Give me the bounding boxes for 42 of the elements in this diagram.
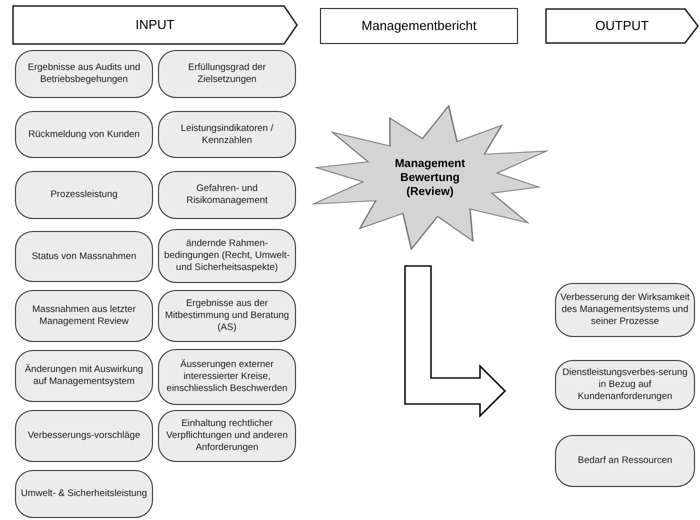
node-label: Ergebnisse aus der Mitbestimmung und Beratung (AS) xyxy=(164,298,290,334)
input-box xyxy=(15,410,153,462)
header-box xyxy=(320,8,518,44)
node-label: Verbesserungs-vorschläge xyxy=(28,430,140,442)
node-label: Management Bewertung (Review) xyxy=(394,156,466,198)
node-label: Ergebnisse aus Audits und Betriebsbegehungen xyxy=(26,62,142,86)
input-box xyxy=(158,410,296,462)
input-box xyxy=(158,171,296,219)
input-box xyxy=(15,290,153,342)
node-label: Umwelt- & Sicherheitsleistung xyxy=(20,488,148,500)
input-box xyxy=(15,350,153,402)
node-label: Leistungsindikatoren / Kennzahlen xyxy=(180,122,274,146)
node-label: Erfüllungsgrad der Zielsetzungen xyxy=(187,62,267,86)
node-label: Verbesserung der Wirksamkeit des Managementsystems und seiner Prozesse xyxy=(560,292,690,328)
input-box xyxy=(158,229,296,283)
input-box xyxy=(555,283,695,337)
input-box xyxy=(158,290,296,342)
node-label: Status von Massnahmen xyxy=(32,250,136,262)
input-box xyxy=(15,171,153,219)
bent-block-arrow xyxy=(404,265,506,418)
node-label: Änderungen mit Auswirkung auf Managementsystem xyxy=(24,364,144,388)
node-label: Einhaltung rechtlicher Verpflichtungen und anderen Anforderungen xyxy=(165,418,289,454)
input-box xyxy=(15,231,153,282)
node-label: ändernde Rahmen-bedingungen (Recht, Umwelt- und Sicherheitsaspekte) xyxy=(163,238,291,274)
node-label: Managementbericht xyxy=(362,17,476,36)
input-box xyxy=(158,111,296,158)
input-box xyxy=(555,360,695,410)
input-box xyxy=(555,435,695,487)
node-label: Massnahmen aus letzter Management Review xyxy=(31,304,137,328)
input-box xyxy=(15,470,153,518)
input-box xyxy=(158,50,296,98)
node-label: Bedarf an Ressourcen xyxy=(578,455,672,467)
node-label: Gefahren- und Risikomanagement xyxy=(185,183,269,207)
input-box xyxy=(158,349,296,405)
input-box xyxy=(15,50,153,98)
node-label: OUTPUT xyxy=(595,18,649,33)
node-label: Prozessleistung xyxy=(50,189,118,201)
node-label: Dienstleistungsverbes-serung in Bezug auf Kundenanforderungen xyxy=(561,367,689,403)
node-label: INPUT xyxy=(136,17,174,32)
node-label: Äusserungen externer interessierter Kreise, einschliesslich Beschwerden xyxy=(166,359,288,395)
node-label: Rückmeldung von Kunden xyxy=(28,128,140,140)
input-box xyxy=(15,111,153,158)
